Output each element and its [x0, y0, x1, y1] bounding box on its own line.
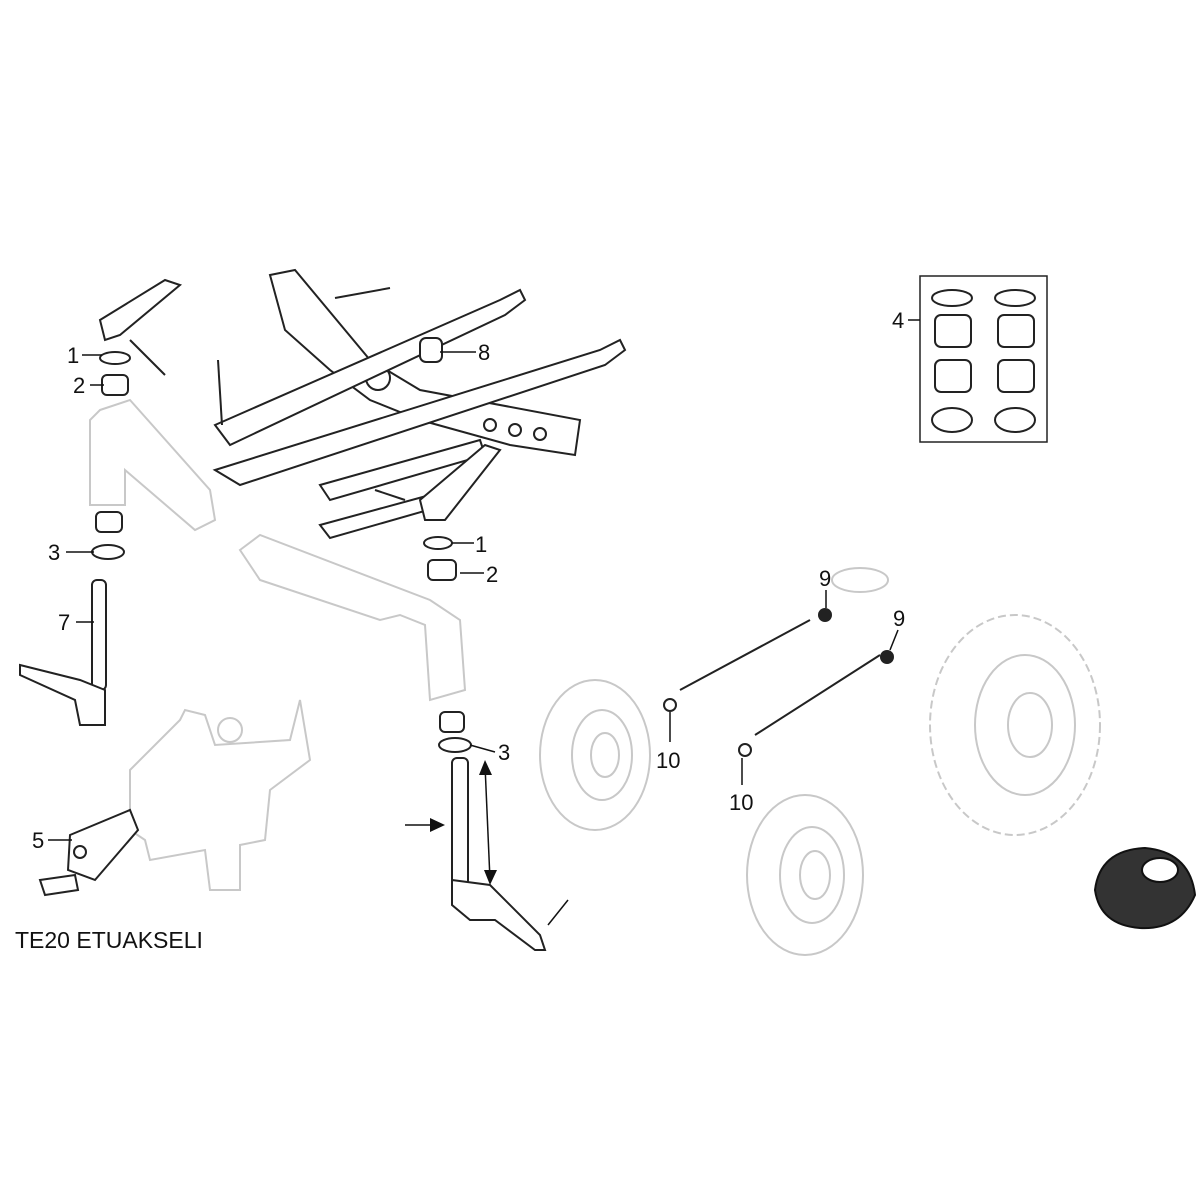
callout-5: 5 [32, 828, 44, 853]
ghost-wheel-left [539, 679, 651, 831]
stub-axle-left [19, 579, 107, 726]
tie-rods [663, 608, 894, 757]
callout-3-right: 3 [498, 740, 510, 765]
callout-1-left: 1 [67, 343, 79, 368]
ghost-axle-support [129, 699, 312, 891]
callout-2-left: 2 [73, 373, 85, 398]
callout-10-left: 10 [656, 748, 680, 773]
ghost-wheel-bottom [746, 794, 864, 956]
callout-3-left: 3 [48, 540, 60, 565]
arrows [405, 760, 569, 926]
ghost-steering-wheel [831, 567, 889, 593]
steering-arm-right [374, 443, 502, 521]
dust-boot [1093, 846, 1197, 930]
callout-9-left: 9 [819, 566, 831, 591]
stub-axle-right [451, 757, 547, 951]
callout-2-right: 2 [486, 562, 498, 587]
leader-lines [48, 319, 920, 841]
bush-kit-box [919, 275, 1048, 443]
pivot-pin [38, 808, 140, 897]
callout-8: 8 [478, 340, 490, 365]
ghost-axle-extension-left [89, 398, 217, 532]
callout-7: 7 [58, 610, 70, 635]
steering-arm-left [98, 278, 183, 376]
callout-1-right: 1 [475, 532, 487, 557]
ghost-tractor-tire [929, 614, 1101, 836]
callout-9-right: 9 [893, 606, 905, 631]
diagram-title: TE20 ETUAKSELI [15, 927, 203, 953]
ghost-axle-extension-right [238, 533, 467, 702]
callout-10-right: 10 [729, 790, 753, 815]
callout-4: 4 [892, 308, 904, 333]
